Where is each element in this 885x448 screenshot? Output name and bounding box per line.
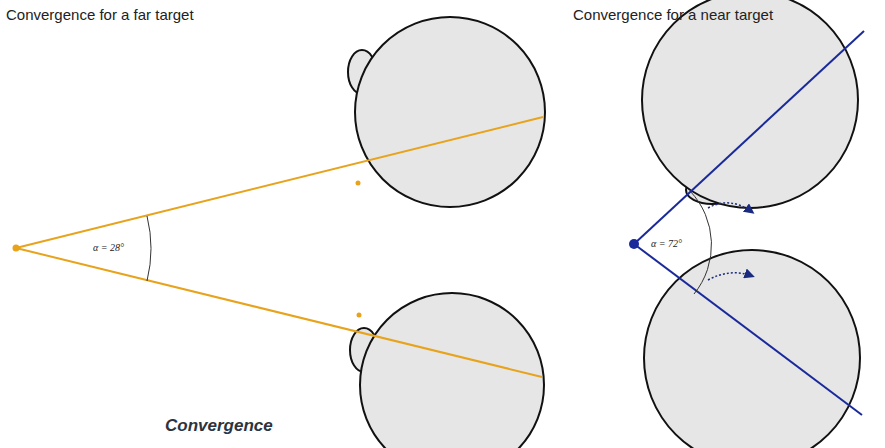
near-target-point — [629, 239, 639, 249]
angle-label: α = 72° — [650, 238, 683, 250]
figure-caption: Convergence — [165, 416, 273, 436]
sight-line — [16, 117, 543, 248]
eye-marker — [356, 181, 361, 186]
sight-line — [634, 244, 862, 415]
head-bottom-near — [644, 250, 860, 448]
panel-title: Convergence for a far target — [6, 6, 194, 23]
head-top-far — [348, 17, 545, 207]
sight-line — [16, 248, 542, 377]
head-top-near — [642, 0, 858, 208]
angle-label: α = 28° — [92, 242, 125, 254]
angle-arc — [147, 216, 151, 281]
rotation-arrow — [708, 273, 752, 280]
rotation-arrow — [708, 203, 752, 212]
eye-marker — [357, 313, 362, 318]
angle-arc — [690, 191, 711, 294]
far-target-point — [13, 245, 20, 252]
panel-title: Convergence for a near target — [573, 6, 773, 23]
sight-line — [634, 31, 864, 244]
